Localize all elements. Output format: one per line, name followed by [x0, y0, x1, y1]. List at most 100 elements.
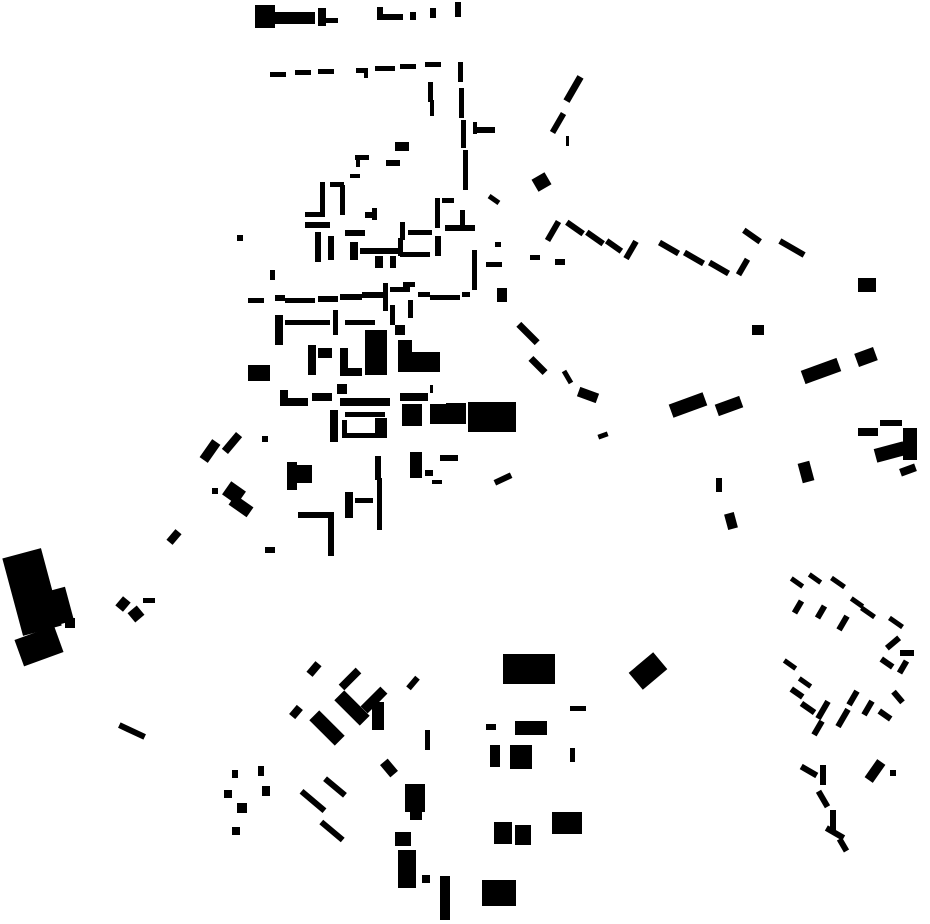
building-footprint: [265, 547, 275, 553]
building-footprint: [830, 575, 846, 590]
building-footprint: [799, 700, 817, 716]
building-footprint: [791, 599, 805, 615]
building-footprint: [435, 236, 441, 256]
building-footprint: [330, 410, 338, 442]
building-footprint: [576, 386, 600, 404]
building-footprint: [807, 572, 823, 585]
building-footprint: [482, 880, 516, 906]
building-footprint: [224, 790, 232, 798]
building-footprint: [340, 294, 362, 300]
building-footprint: [345, 433, 385, 438]
building-footprint: [375, 256, 383, 268]
building-footprint: [408, 300, 413, 318]
building-footprint: [408, 230, 432, 235]
building-footprint: [280, 390, 288, 406]
building-footprint: [350, 174, 360, 178]
building-footprint: [782, 658, 798, 671]
building-footprint: [35, 586, 75, 629]
building-footprint: [849, 596, 865, 609]
building-footprint: [487, 194, 501, 205]
building-footprint: [212, 488, 218, 494]
building-footprint: [864, 759, 886, 783]
building-footprint: [566, 136, 569, 146]
building-footprint: [552, 812, 582, 834]
building-footprint: [377, 478, 382, 530]
building-footprint: [425, 62, 441, 67]
building-footprint: [410, 12, 416, 20]
building-footprint: [375, 66, 395, 71]
building-footprint: [623, 239, 639, 261]
building-footprint: [403, 282, 415, 287]
building-footprint: [789, 576, 805, 589]
building-footprint: [345, 320, 375, 325]
building-footprint: [115, 596, 131, 612]
building-footprint: [312, 393, 332, 401]
building-footprint: [778, 238, 806, 258]
building-footprint: [340, 185, 345, 215]
building-footprint: [262, 786, 270, 796]
building-footprint: [440, 876, 450, 920]
building-footprint: [604, 238, 624, 254]
building-footprint: [365, 330, 375, 375]
building-footprint: [375, 456, 381, 480]
building-footprint: [402, 404, 422, 426]
building-footprint: [232, 827, 240, 835]
building-footprint: [597, 431, 609, 440]
building-footprint: [289, 704, 303, 720]
building-footprint: [315, 232, 321, 262]
building-footprint: [270, 72, 286, 77]
building-footprint: [430, 295, 460, 300]
building-footprint: [318, 296, 338, 302]
building-footprint: [345, 492, 353, 518]
building-footprint: [232, 770, 238, 778]
building-footprint: [375, 330, 387, 375]
building-footprint: [306, 661, 322, 677]
building-footprint: [319, 819, 345, 843]
building-footprint: [830, 810, 836, 830]
building-footprint: [356, 155, 360, 167]
building-footprint: [377, 7, 383, 20]
building-footprint: [422, 875, 430, 883]
building-footprint: [318, 69, 334, 74]
building-footprint: [395, 832, 411, 846]
building-footprint: [430, 8, 436, 18]
building-footprint: [854, 347, 878, 367]
building-footprint: [497, 288, 507, 302]
building-footprint: [430, 385, 433, 393]
building-footprint: [486, 262, 502, 267]
building-footprint: [390, 287, 410, 292]
building-footprint: [432, 480, 442, 484]
building-footprint: [462, 292, 470, 297]
building-footprint: [682, 249, 706, 267]
building-footprint: [318, 8, 326, 26]
building-footprint: [899, 463, 917, 477]
building-footprint: [493, 472, 513, 486]
building-footprint: [340, 348, 348, 376]
building-footprint: [814, 604, 828, 620]
building-footprint: [570, 748, 575, 762]
building-footprint: [406, 675, 420, 691]
building-footprint: [657, 239, 681, 257]
building-footprint: [270, 270, 275, 280]
building-footprint: [340, 398, 390, 406]
building-footprint: [355, 498, 373, 503]
building-footprint: [248, 365, 270, 381]
building-footprint: [716, 478, 722, 492]
building-footprint: [515, 825, 531, 845]
building-footprint: [544, 219, 562, 243]
building-footprint: [455, 2, 461, 17]
building-footprint: [896, 659, 910, 675]
building-footprint: [531, 172, 552, 192]
building-footprint: [345, 230, 365, 236]
building-footprint: [890, 770, 896, 776]
building-footprint: [199, 439, 221, 463]
building-footprint: [355, 155, 369, 160]
building-footprint: [800, 357, 842, 385]
building-footprint: [797, 460, 815, 484]
building-footprint: [903, 428, 917, 460]
building-footprint: [461, 120, 466, 148]
building-footprint: [891, 689, 905, 705]
building-footprint: [430, 100, 434, 116]
building-footprint: [528, 355, 548, 376]
building-footprint: [530, 255, 540, 260]
